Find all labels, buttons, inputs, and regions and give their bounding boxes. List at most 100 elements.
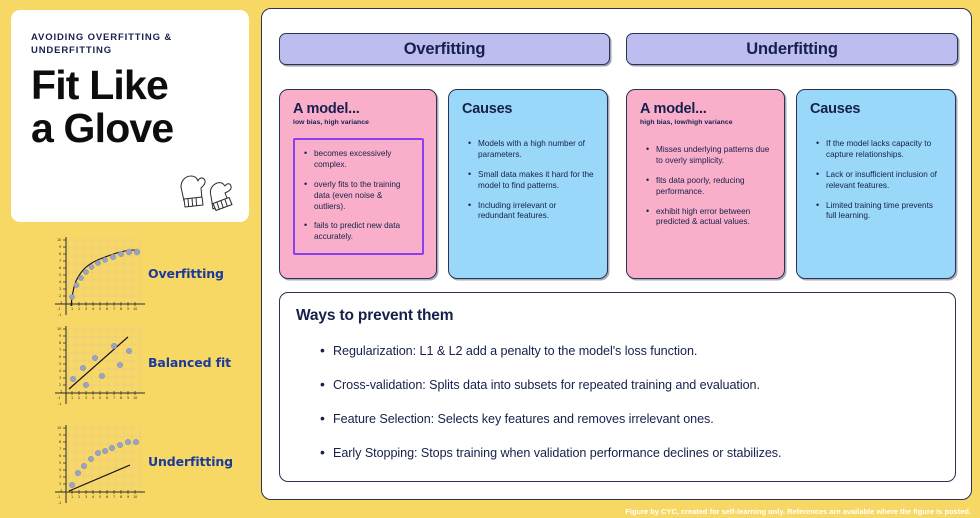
svg-text:7: 7 xyxy=(59,447,61,451)
card-title: A model... xyxy=(640,101,707,117)
svg-text:2: 2 xyxy=(78,396,80,400)
title-line-2: a Glove xyxy=(31,104,174,151)
svg-text:2: 2 xyxy=(59,294,61,298)
card-title: Causes xyxy=(462,101,513,117)
svg-text:10: 10 xyxy=(57,327,61,331)
svg-text:-1: -1 xyxy=(58,402,61,406)
left-column: AVOIDING OVERFITTING & UNDERFITTING Fit … xyxy=(0,0,258,518)
svg-text:4: 4 xyxy=(59,369,61,373)
bullet-list: becomes excessively complex. overly fits… xyxy=(304,148,414,243)
section-header-overfitting: Overfitting xyxy=(279,33,610,65)
svg-text:10: 10 xyxy=(57,238,61,242)
svg-text:1: 1 xyxy=(71,495,73,499)
svg-text:8: 8 xyxy=(59,252,61,256)
svg-text:5: 5 xyxy=(99,396,101,400)
page-title: Fit Like a Glove xyxy=(31,64,229,151)
list-item: Early Stopping: Stops training when vali… xyxy=(320,444,955,461)
list-item: exhibit high error between predicted & a… xyxy=(646,206,772,229)
list-item: Limited training time prevents full lear… xyxy=(816,200,943,223)
svg-text:9: 9 xyxy=(127,495,129,499)
prevention-list: Regularization: L1 & L2 add a penalty to… xyxy=(296,342,955,461)
svg-text:-1: -1 xyxy=(58,501,61,505)
list-item: becomes excessively complex. xyxy=(304,148,414,171)
list-item: overly fits to the training data (even n… xyxy=(304,179,414,212)
svg-text:4: 4 xyxy=(92,396,94,400)
bullet-list: Models with a high number of parameters.… xyxy=(462,138,595,223)
title-line-1: Fit Like xyxy=(31,61,169,108)
card-underfitting-model: A model... high bias, low/high variance … xyxy=(626,89,785,279)
svg-text:4: 4 xyxy=(92,307,94,311)
list-item: If the model lacks capacity to capture r… xyxy=(816,138,943,161)
svg-text:6: 6 xyxy=(106,307,108,311)
list-item: fits data poorly, reducing performance. xyxy=(646,175,772,198)
title-card: AVOIDING OVERFITTING & UNDERFITTING Fit … xyxy=(11,10,249,222)
card-overfitting-causes: Causes Models with a high number of para… xyxy=(448,89,608,279)
card-subtitle: high bias, low/high variance xyxy=(640,119,733,127)
card-underfitting-causes: Causes If the model lacks capacity to ca… xyxy=(796,89,956,279)
prevention-title: Ways to prevent them xyxy=(296,307,454,324)
svg-text:1: 1 xyxy=(60,301,62,305)
card-overfitting-model: A model... low bias, high variance becom… xyxy=(279,89,437,279)
svg-text:3: 3 xyxy=(85,495,87,499)
list-item: fails to predict new data accurately. xyxy=(304,220,414,243)
svg-text:4: 4 xyxy=(59,280,61,284)
svg-text:9: 9 xyxy=(59,334,61,338)
footer-credit: Figure by CYC, created for self-learning… xyxy=(625,507,971,516)
svg-text:2: 2 xyxy=(78,495,80,499)
highlight-box: becomes excessively complex. overly fits… xyxy=(293,138,424,256)
svg-text:7: 7 xyxy=(59,259,61,263)
svg-text:4: 4 xyxy=(59,468,61,472)
section-header-underfitting: Underfitting xyxy=(626,33,958,65)
prevention-panel: Ways to prevent them Regularization: L1 … xyxy=(279,292,956,482)
list-item: Models with a high number of parameters. xyxy=(468,138,595,161)
svg-text:5: 5 xyxy=(59,461,61,465)
svg-text:3: 3 xyxy=(85,396,87,400)
svg-text:5: 5 xyxy=(59,362,61,366)
svg-text:10: 10 xyxy=(133,307,137,311)
svg-text:9: 9 xyxy=(59,245,61,249)
svg-text:2: 2 xyxy=(59,482,61,486)
svg-text:9: 9 xyxy=(59,433,61,437)
svg-text:-1: -1 xyxy=(57,396,60,400)
sidebar-chart-label: Overfitting xyxy=(148,266,224,281)
svg-text:7: 7 xyxy=(113,307,115,311)
svg-text:10: 10 xyxy=(57,426,61,430)
content-panel: Overfitting Underfitting A model... low … xyxy=(261,8,972,500)
bullet-list: If the model lacks capacity to capture r… xyxy=(810,138,943,223)
svg-text:8: 8 xyxy=(59,341,61,345)
list-item: Cross-validation: Splits data into subse… xyxy=(320,376,955,393)
svg-text:4: 4 xyxy=(92,495,94,499)
svg-text:3: 3 xyxy=(59,475,61,479)
svg-text:8: 8 xyxy=(59,440,61,444)
sidebar-chart-label: Balanced fit xyxy=(148,355,231,370)
boxing-gloves-icon xyxy=(180,175,233,211)
svg-text:1: 1 xyxy=(71,396,73,400)
svg-text:6: 6 xyxy=(59,355,61,359)
svg-text:5: 5 xyxy=(59,273,61,277)
svg-text:6: 6 xyxy=(59,454,61,458)
svg-text:7: 7 xyxy=(59,348,61,352)
kicker-text: AVOIDING OVERFITTING & UNDERFITTING xyxy=(31,32,173,56)
svg-text:1: 1 xyxy=(71,307,73,311)
svg-text:-1: -1 xyxy=(58,313,61,317)
svg-text:6: 6 xyxy=(106,495,108,499)
svg-text:6: 6 xyxy=(106,396,108,400)
svg-text:9: 9 xyxy=(127,396,129,400)
bullet-list: Misses underlying patterns due to overly… xyxy=(640,144,772,229)
svg-text:5: 5 xyxy=(99,495,101,499)
list-item: Small data makes it hard for the model t… xyxy=(468,169,595,192)
svg-text:1: 1 xyxy=(60,489,62,493)
svg-text:3: 3 xyxy=(85,307,87,311)
list-item: Including irrelevant or redundant featur… xyxy=(468,200,595,223)
svg-text:9: 9 xyxy=(127,307,129,311)
sidebar-chart-label: Underfitting xyxy=(148,454,233,469)
list-item: Feature Selection: Selects key features … xyxy=(320,410,955,427)
list-item: Lack or insufficient inclusion of releva… xyxy=(816,169,943,192)
svg-text:3: 3 xyxy=(59,376,61,380)
